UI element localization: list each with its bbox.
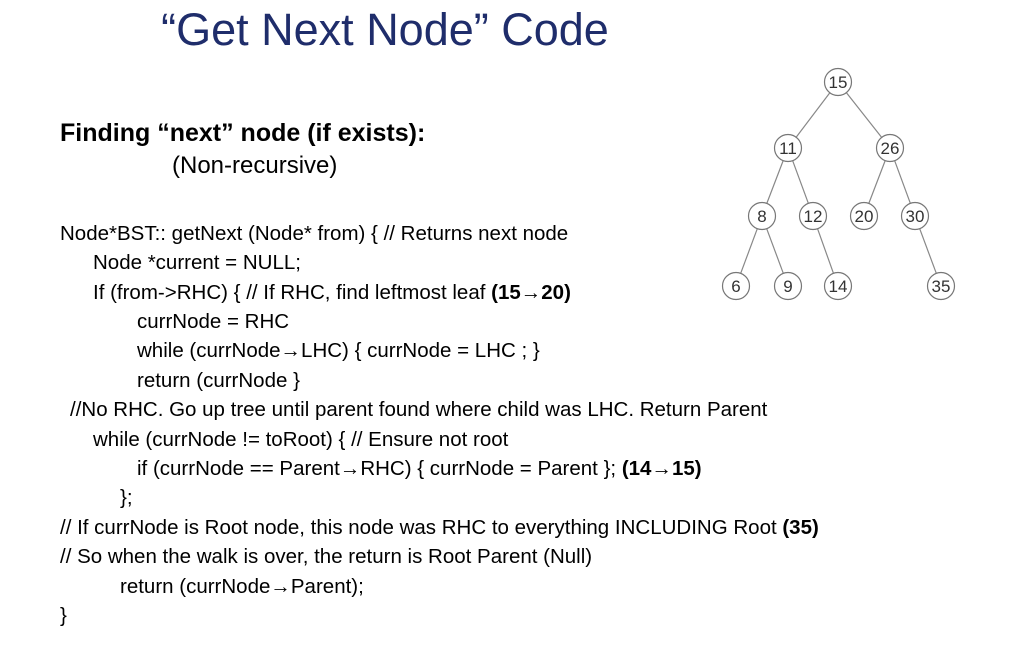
code-text: Node *current = NULL; xyxy=(93,251,301,274)
tree-node-9: 9 xyxy=(773,271,803,301)
code-line-12: // So when the walk is over, the return … xyxy=(60,545,592,569)
tree-edge xyxy=(792,160,809,204)
tree-node-label: 26 xyxy=(881,139,900,158)
code-line-5: while (currNode→LHC) { currNode = LHC ; … xyxy=(137,339,540,363)
code-line-9: if (currNode == Parent→RHC) { currNode =… xyxy=(137,457,702,481)
tree-node-label: 20 xyxy=(855,207,874,226)
tree-node-circle xyxy=(926,271,956,301)
tree-edge xyxy=(766,228,784,274)
code-annotation: (35) xyxy=(782,516,819,539)
tree-node-6: 6 xyxy=(721,271,751,301)
code-text: if (currNode == Parent→RHC) { currNode =… xyxy=(137,457,622,480)
tree-edge xyxy=(919,228,937,274)
code-line-11: // If currNode is Root node, this node w… xyxy=(60,516,819,540)
tree-node-label: 11 xyxy=(779,139,797,158)
tree-node-label: 30 xyxy=(906,207,925,226)
code-text: // If currNode is Root node, this node w… xyxy=(60,516,783,539)
tree-node-20: 20 xyxy=(849,201,879,231)
section-heading: Finding “next” node (if exists): xyxy=(60,119,426,147)
tree-node-26: 26 xyxy=(875,133,905,163)
code-line-4: currNode = RHC xyxy=(137,310,289,334)
code-text: return (currNode→Parent); xyxy=(120,575,364,598)
code-text: } xyxy=(60,604,67,627)
tree-edge xyxy=(868,160,886,204)
code-text: //No RHC. Go up tree until parent found … xyxy=(70,398,768,421)
bst-svg: 15 11 26 8 12 20 30 6 9 14 35 xyxy=(721,67,956,301)
tree-edge xyxy=(795,92,831,138)
tree-node-circle xyxy=(721,271,751,301)
tree-node-12: 12 xyxy=(798,201,828,231)
tree-edge xyxy=(845,92,883,138)
section-subheading: (Non-recursive) xyxy=(172,152,338,179)
tree-node-15: 15 xyxy=(823,67,853,97)
code-text: }; xyxy=(120,486,133,509)
slide-title: “Get Next Node” Code xyxy=(161,4,609,55)
code-text: return (currNode } xyxy=(137,369,300,392)
tree-node-circle xyxy=(823,271,853,301)
tree-node-circle xyxy=(773,271,803,301)
code-line-1: Node*BST:: getNext (Node* from) { // Ret… xyxy=(60,222,568,246)
code-line-14: } xyxy=(60,604,67,628)
tree-node-circle xyxy=(849,201,879,231)
tree-node-circle xyxy=(875,133,905,163)
code-text: currNode = RHC xyxy=(137,310,290,333)
tree-node-circle xyxy=(823,67,853,97)
tree-node-label: 35 xyxy=(932,277,951,296)
tree-node-label: 14 xyxy=(829,277,848,296)
tree-node-label: 12 xyxy=(804,207,823,226)
code-line-3: If (from->RHC) { // If RHC, find leftmos… xyxy=(93,281,571,305)
tree-node-11: 11 xyxy=(773,133,803,163)
code-line-7: //No RHC. Go up tree until parent found … xyxy=(70,398,767,422)
tree-node-label: 8 xyxy=(757,207,766,226)
code-text: Node*BST:: getNext (Node* from) { // Ret… xyxy=(60,222,569,245)
tree-node-circle xyxy=(747,201,777,231)
tree-node-14: 14 xyxy=(823,271,853,301)
code-text: while (currNode→LHC) { currNode = LHC ; … xyxy=(137,339,540,362)
code-text: // So when the walk is over, the return … xyxy=(60,545,593,568)
tree-node-30: 30 xyxy=(900,201,930,231)
tree-edge xyxy=(766,160,784,204)
tree-node-label: 15 xyxy=(829,73,848,92)
code-text: If (from->RHC) { // If RHC, find leftmos… xyxy=(93,281,492,304)
tree-edge xyxy=(740,228,758,274)
tree-node-35: 35 xyxy=(926,271,956,301)
tree-node-circle xyxy=(773,133,803,163)
code-line-13: return (currNode→Parent); xyxy=(120,575,364,599)
tree-node-circle xyxy=(900,201,930,231)
tree-edge xyxy=(816,228,835,274)
code-annotation: (15→20) xyxy=(491,281,571,304)
code-text: while (currNode != toRoot) { // Ensure n… xyxy=(93,428,509,451)
tree-node-circle xyxy=(798,201,828,231)
code-line-6: return (currNode } xyxy=(137,369,300,393)
code-annotation: (14→15) xyxy=(621,457,702,480)
tree-edge xyxy=(894,160,911,204)
tree-node-8: 8 xyxy=(747,201,777,231)
code-line-10: }; xyxy=(120,486,133,510)
bst-diagram: 15 11 26 8 12 20 30 6 9 14 35 xyxy=(700,60,970,310)
code-line-8: while (currNode != toRoot) { // Ensure n… xyxy=(93,428,508,452)
code-line-2: Node *current = NULL; xyxy=(93,251,301,275)
tree-node-label: 9 xyxy=(783,277,792,296)
tree-node-label: 6 xyxy=(731,277,740,296)
